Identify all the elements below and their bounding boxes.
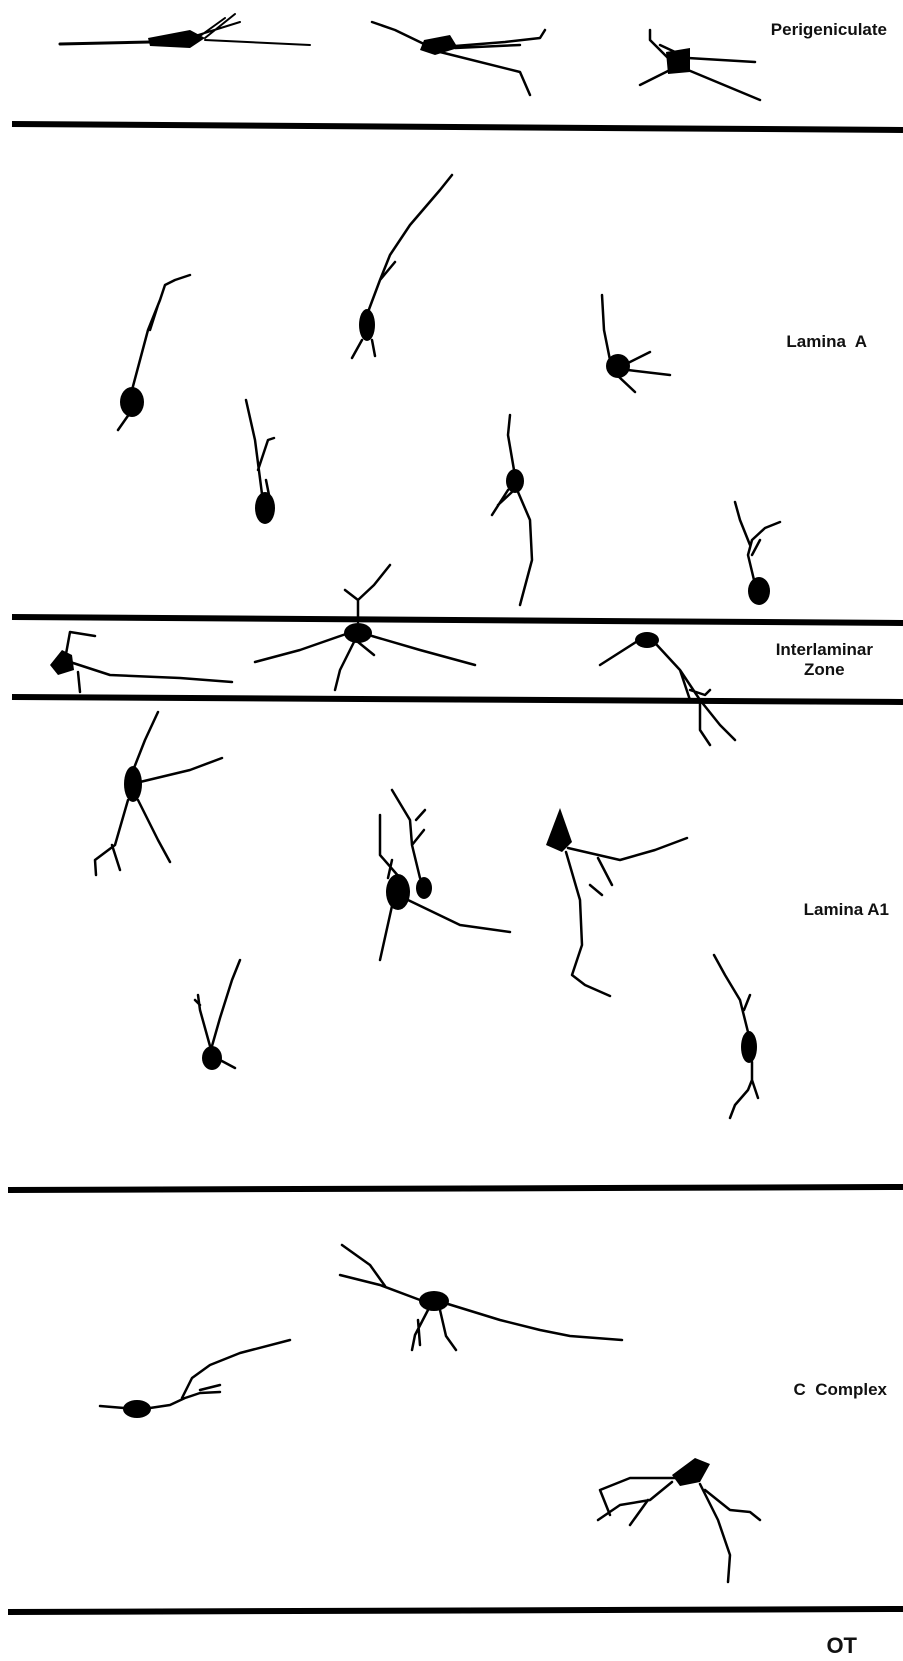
neuron (602, 295, 670, 392)
c-complex-neurons (100, 1245, 760, 1582)
neuron (118, 275, 190, 430)
neuron (95, 712, 222, 875)
boundary-c-complex-ot (8, 1609, 903, 1612)
neuron (598, 1458, 760, 1582)
neuron (352, 175, 452, 358)
interlaminar-neurons (50, 565, 735, 745)
neuron (60, 14, 310, 48)
neuron (195, 960, 240, 1070)
label-lamina-a1: Lamina A1 (804, 900, 889, 920)
boundary-perigeniculate-lamina-a (12, 124, 903, 130)
perigeniculate-neurons (60, 14, 760, 100)
neuron (492, 415, 532, 605)
neuron (600, 632, 735, 745)
neuron (714, 955, 758, 1118)
boundary-interlaminar-lamina-a1 (12, 697, 903, 702)
label-ot: OT (826, 1633, 857, 1659)
label-c-complex: C Complex (793, 1380, 887, 1400)
lamina-a1-neurons (95, 712, 758, 1118)
label-lamina-a: Lamina A (786, 332, 867, 352)
neuron (546, 808, 687, 996)
label-perigeniculate: Perigeniculate (771, 20, 887, 40)
label-interlaminar-zone: Interlaminar Zone (776, 640, 873, 681)
neuron (255, 565, 475, 690)
neuron (100, 1340, 290, 1418)
neuron (735, 502, 780, 605)
boundary-lamina-a-interlaminar (12, 617, 903, 623)
boundary-lamina-a1-c-complex (8, 1187, 903, 1190)
neuron (246, 400, 275, 524)
neuron (372, 22, 545, 95)
lamina-a-neurons (118, 175, 780, 605)
neuron (50, 632, 232, 692)
neuron (640, 30, 760, 100)
neuron (380, 790, 510, 960)
neuron (340, 1245, 622, 1350)
